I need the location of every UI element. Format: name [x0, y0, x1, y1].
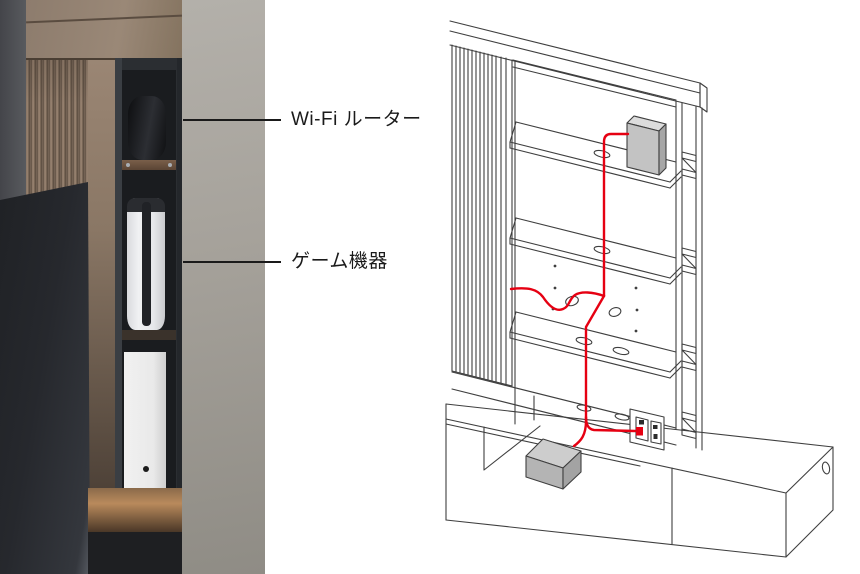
power-outlet: [629, 408, 665, 451]
outlet-socket: [650, 420, 662, 445]
wall-cable-hole: [565, 295, 579, 307]
right-frame: [675, 100, 703, 451]
wiring-diagram: [430, 0, 860, 574]
cable-route: [509, 132, 643, 448]
shelf-board: [122, 330, 176, 340]
top-cable-hole: [576, 404, 592, 412]
screw-icon: [126, 163, 130, 167]
cable-to-outlet: [584, 415, 637, 433]
side-cable-hole: [821, 461, 831, 475]
cable-branch-left: [509, 287, 606, 311]
leader-line-router: [183, 119, 281, 121]
photo-tv-wall: [0, 0, 265, 574]
shelf-middle: [509, 217, 682, 285]
wood-panel: [88, 0, 118, 574]
column-frame-left: [115, 58, 122, 574]
shelf-board: [122, 160, 176, 170]
shelf-bottom: [509, 311, 682, 379]
shelf-cable-hole: [593, 149, 611, 159]
cable-plug: [636, 427, 643, 436]
console-groove: [142, 202, 151, 326]
shelf-cable-hole: [593, 245, 611, 255]
base-board-lit: [88, 488, 182, 532]
white-device: [124, 352, 166, 488]
annotation-console: ゲーム機器: [291, 251, 388, 272]
wifi-router-box: [626, 115, 667, 176]
louver-panel: [451, 44, 513, 387]
wifi-router-device: [128, 96, 166, 160]
device-button: [143, 466, 149, 472]
column-frame-right: [177, 58, 182, 574]
base-shadow: [88, 532, 182, 574]
cabinet-top-panel: [26, 0, 182, 60]
shelf-cable-hole: [575, 336, 593, 346]
leader-line-console: [183, 261, 281, 263]
screw-icon: [168, 163, 172, 167]
shelf-cable-hole: [612, 346, 630, 356]
game-device-box: [525, 438, 582, 490]
annotation-router: Wi-Fi ルーター: [291, 109, 422, 130]
tv-screen: [0, 182, 90, 574]
wall-cable-hole: [608, 307, 622, 317]
pin-holes: [551, 264, 639, 333]
game-console-device: [127, 198, 165, 330]
top-cable-hole: [614, 413, 630, 421]
cable-to-device: [572, 419, 588, 448]
equipment-bay: [483, 425, 541, 471]
